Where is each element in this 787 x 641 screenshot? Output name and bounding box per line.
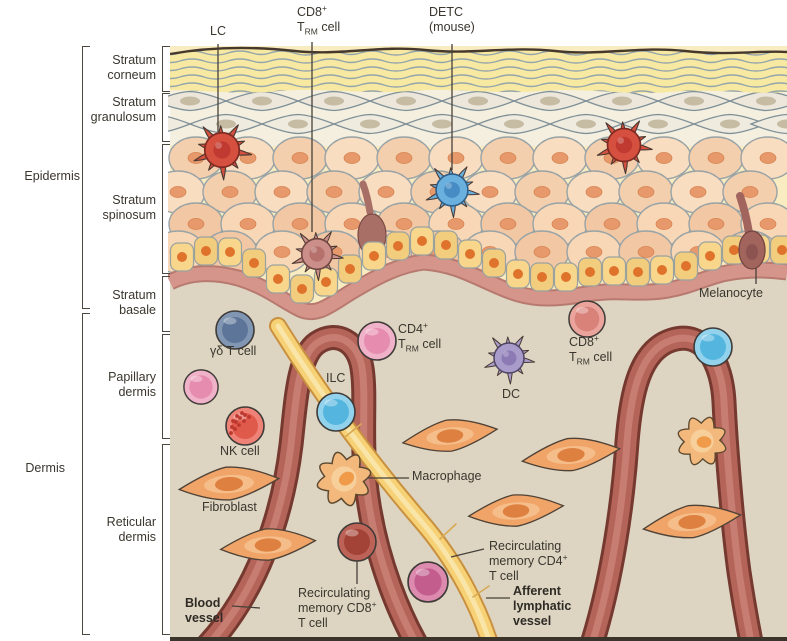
t-cell-unlabeled <box>183 369 219 405</box>
ilc-label: ILC <box>326 371 346 385</box>
stratum-corneum-band <box>169 46 787 94</box>
recirculating-cd8-label: Recirculating memory CD8+ T cell <box>298 586 377 630</box>
dermis-bracket <box>82 313 90 635</box>
stratum-granulosum-band <box>168 90 787 146</box>
cd8-trm-dermis-label: CD8+ TRM cell <box>569 332 613 367</box>
melanocyte-label: Melanocyte <box>699 286 763 300</box>
epidermis-label: Epidermis <box>24 169 80 183</box>
gamma-delta-t-cell-label: γδ T cell <box>210 344 257 358</box>
stratum-corneum-bracket <box>162 46 170 92</box>
recirculating-cd4-leader-line <box>450 548 485 558</box>
cd8-trm-dermis-cell <box>568 300 606 338</box>
ilc-cell <box>316 392 356 432</box>
figure-bottom-border <box>170 637 787 641</box>
nk-cell <box>225 406 265 446</box>
stratum-basale-bracket <box>162 276 170 332</box>
papillary-dermis-bracket <box>162 334 170 439</box>
leader-lines <box>217 42 757 609</box>
dermis-background <box>170 262 787 641</box>
nk-cell-label: NK cell <box>220 444 260 458</box>
blood-vessel-label: Blood vessel <box>185 596 224 625</box>
afferent-lymphatic-vessel <box>269 317 499 641</box>
recirculating-memory-cd4-t-cell <box>407 561 449 603</box>
nk-granules <box>229 411 251 435</box>
afferent-lymphatic-label: Afferent lymphatic vessel <box>513 584 572 628</box>
cd4-trm-label: CD4+ TRM cell <box>398 319 442 354</box>
recirculating-cd4-label: Recirculating memory CD4+ T cell <box>489 539 568 583</box>
cd8-trm-epidermis-label: CD8+ TRM cell <box>297 2 341 37</box>
melanocyte-cell <box>736 192 766 270</box>
blood-vessel-leader-line <box>231 605 261 609</box>
epidermis-bracket <box>82 46 90 309</box>
fibroblast-label: Fibroblast <box>202 500 257 514</box>
dermis-label: Dermis <box>25 461 65 475</box>
cd4-trm-cell <box>357 321 397 361</box>
macrophage-label: Macrophage <box>412 469 482 483</box>
lc-label: LC <box>210 24 226 38</box>
dc-label: DC <box>502 387 521 401</box>
stratum-spinosum-bracket <box>162 144 170 274</box>
stratum-granulosum-bracket <box>162 93 170 142</box>
skin-surface-outline <box>169 46 787 56</box>
reticular-dermis-bracket <box>162 444 170 635</box>
ilc-cell-right <box>693 327 733 367</box>
detc-label: DETC(mouse) <box>429 5 475 34</box>
basement-membrane <box>168 253 787 320</box>
recirculating-memory-cd8-t-cell <box>337 522 377 562</box>
